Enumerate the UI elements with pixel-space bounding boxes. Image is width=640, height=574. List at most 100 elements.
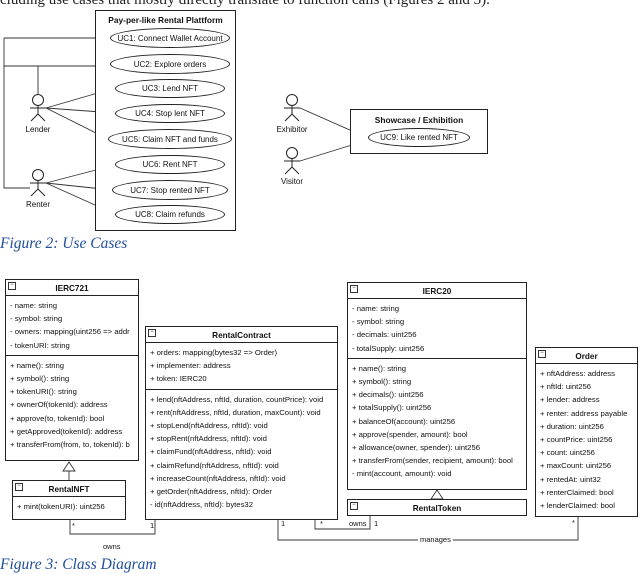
attribute-row: + lender: address (540, 395, 600, 405)
method-row: + claimRefund(nftAddress, nftId): void (150, 460, 279, 470)
method-row: + approve(to, tokenId): bool (10, 413, 105, 423)
visitor-stick-figure (284, 147, 300, 175)
method-row: - id(nftAddress, nftId): bytes32 (150, 500, 253, 510)
use-case-uc5: UC5: Claim NFT and funds (108, 129, 232, 149)
attribute-row: - name: string (352, 304, 399, 313)
attribute-row: + nftAddress: address (540, 369, 615, 378)
class-ierc20: − IERC20 - name: string - symbol: string… (347, 282, 527, 490)
attribute-row: + rentedAt: uint32 (540, 474, 601, 484)
attribute-row: + orders: mapping(bytes32 => Order) (150, 348, 278, 357)
class-attributes: - name: string - symbol: string - owners… (6, 296, 138, 356)
collapse-icon: − (148, 329, 156, 337)
method-row: + symbol(): string (352, 376, 412, 386)
method-row: + stopLend(nftAddress, nftId): void (150, 420, 268, 430)
class-attributes: + orders: mapping(bytes32 => Order) + im… (146, 343, 337, 390)
method-row: + claimFund(nftAddress, nftId): void (150, 447, 272, 457)
owns-token-mult-from: * (320, 519, 323, 528)
use-case-uc4: UC4: Stop lent NFT (115, 104, 225, 123)
method-row: + tokenURI(): string (10, 387, 77, 397)
class-rentaltoken: − RentalToken (347, 499, 527, 516)
owns-nft-mult-from: * (72, 521, 75, 530)
owns-token-mult-to: 1 (374, 519, 379, 528)
collapse-icon: − (538, 350, 546, 358)
attribute-row: - name: string (10, 301, 57, 310)
attribute-row: - owners: mapping(uint256 => addr (10, 327, 130, 337)
class-attributes: + nftAddress: address + nftId: uint256 +… (536, 364, 637, 515)
class-name: Order (575, 352, 598, 361)
class-name: IERC721 (55, 284, 89, 293)
use-case-uc3: UC3: Lend NFT (115, 79, 225, 98)
class-methods: + name(): string + symbol(): string + de… (348, 359, 526, 484)
actor-visitor-label: Visitor (280, 177, 304, 186)
attribute-row: + nftId: uint256 (540, 382, 592, 392)
method-row: + balanceOf(account): uint256 (352, 416, 456, 426)
renter-stick-figure (30, 169, 46, 197)
class-methods: + name(): string + symbol(): string + to… (6, 356, 138, 454)
owns-token-label: owns (349, 519, 367, 528)
use-case-uc2: UC2: Explore orders (110, 54, 230, 74)
use-case-uc1: UC1: Connect Wallet Account (110, 28, 230, 48)
class-rentalnft: − RentalNFT + mint(tokenURI): uint256 (12, 480, 126, 520)
attribute-row: + renterClaimed: bool (540, 487, 614, 497)
method-row: + transferFrom(from, to, tokenId): b (10, 439, 130, 449)
method-row: + transferFrom(sender, recipient, amount… (352, 456, 513, 466)
rental-platform-title: Pay-per-like Rental Plattform (108, 15, 223, 25)
actor-exhibitor-label: Exhibitor (276, 125, 308, 134)
manages-label: manages (418, 535, 453, 544)
manages-mult-to: * (572, 518, 575, 527)
class-methods: + mint(tokenURI): uint256 (13, 497, 125, 516)
method-row: + approve(spender, amount): bool (352, 429, 468, 439)
method-row: + increaseCount(nftAddress, nftId): void (150, 473, 286, 483)
method-row: + allowance(owner, spender): uint256 (352, 442, 480, 452)
method-row: + name(): string (352, 363, 407, 373)
class-attributes: - name: string - symbol: string - decima… (348, 299, 526, 359)
owns-nft-label: owns (103, 542, 121, 551)
collapse-icon: − (350, 285, 358, 293)
class-methods: + lend(nftAddress, nftId, duration, coun… (146, 390, 337, 515)
collapse-icon: − (350, 502, 358, 510)
use-case-uc8: UC8: Claim refunds (115, 205, 225, 224)
use-case-uc7: UC7: Stop rented NFT (112, 180, 228, 200)
attribute-row: + countPrice: uint256 (540, 434, 613, 444)
method-row: + lend(nftAddress, nftId, duration, coun… (150, 394, 324, 404)
attribute-row: - symbol: string (352, 317, 405, 327)
showcase-title: Showcase / Exhibition (374, 115, 464, 125)
collapse-icon: − (15, 483, 23, 491)
attribute-row: + duration: uint256 (540, 421, 604, 431)
method-row: + getOrder(nftAddress, nftId): Order (150, 486, 272, 496)
actor-lender-label: Lender (25, 125, 51, 134)
exhibitor-stick-figure (284, 94, 300, 122)
intro-text: cluding use cases that mostly directly t… (0, 0, 490, 8)
use-case-uc6: UC6: Rent NFT (115, 155, 225, 174)
class-rentalcontract: − RentalContract + orders: mapping(bytes… (145, 326, 338, 520)
use-case-uc9: UC9: Like rented NFT (368, 128, 470, 147)
method-row: - mint(account, amount): void (352, 469, 452, 479)
method-row: + stopRent(nftAddress, nftId): void (150, 434, 267, 444)
method-row: + mint(tokenURI): uint256 (17, 502, 105, 511)
figure-2-caption: Figure 2: Use Cases (0, 235, 128, 252)
attribute-row: + lenderClaimed: bool (540, 500, 615, 510)
class-name: RentalContract (212, 331, 271, 340)
method-row: + symbol(): string (10, 373, 70, 383)
method-row: + name(): string (10, 360, 65, 370)
lender-stick-figure (30, 94, 46, 122)
attribute-row: - totalSupply: uint256 (352, 343, 425, 353)
attribute-row: + maxCount: uint256 (540, 461, 612, 471)
method-row: + decimals(): uint256 (352, 390, 424, 400)
method-row: + totalSupply(): uint256 (352, 403, 432, 413)
class-name: RentalToken (412, 504, 462, 513)
class-name: IERC20 (422, 287, 452, 296)
attribute-row: - tokenURI: string (10, 340, 70, 350)
class-order: − Order + nftAddress: address + nftId: u… (535, 347, 638, 517)
figure-3-caption: Figure 3: Class Diagram (0, 556, 157, 573)
method-row: + rent(nftAddress, nftId, duration, maxC… (150, 407, 321, 417)
attribute-row: + count: uint256 (540, 448, 595, 458)
attribute-row: + renter: address payable (540, 408, 628, 418)
owns-nft-mult-to: 1 (150, 521, 155, 530)
attribute-row: - symbol: string (10, 314, 63, 324)
collapse-icon: − (8, 282, 16, 290)
method-row: + ownerOf(tokenId): address (10, 400, 108, 410)
attribute-row: + implementer: address (150, 361, 231, 371)
actor-renter-label: Renter (25, 200, 50, 209)
manages-mult-from: 1 (281, 519, 286, 528)
